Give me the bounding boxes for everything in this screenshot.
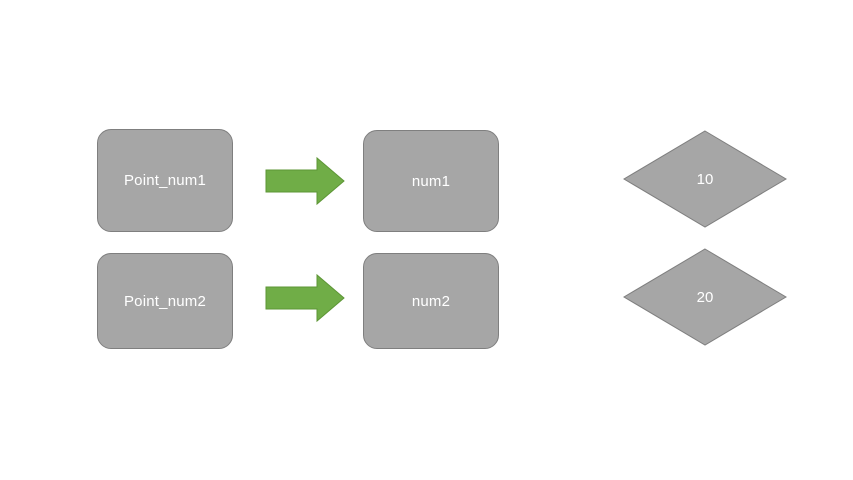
right-arrow-icon bbox=[264, 272, 346, 324]
pointer-node-point-num1[interactable]: Point_num1 bbox=[97, 129, 233, 232]
variable-node-label: num1 bbox=[411, 172, 451, 190]
value-node-10[interactable]: 10 bbox=[623, 130, 787, 228]
pointer-node-label: Point_num2 bbox=[123, 292, 207, 310]
right-arrow-icon bbox=[264, 155, 346, 207]
value-node-20[interactable]: 20 bbox=[623, 248, 787, 346]
pointer-node-point-num2[interactable]: Point_num2 bbox=[97, 253, 233, 349]
variable-node-label: num2 bbox=[411, 292, 451, 310]
variable-node-num2[interactable]: num2 bbox=[363, 253, 499, 349]
variable-node-num1[interactable]: num1 bbox=[363, 130, 499, 232]
pointer-node-label: Point_num1 bbox=[123, 172, 207, 189]
